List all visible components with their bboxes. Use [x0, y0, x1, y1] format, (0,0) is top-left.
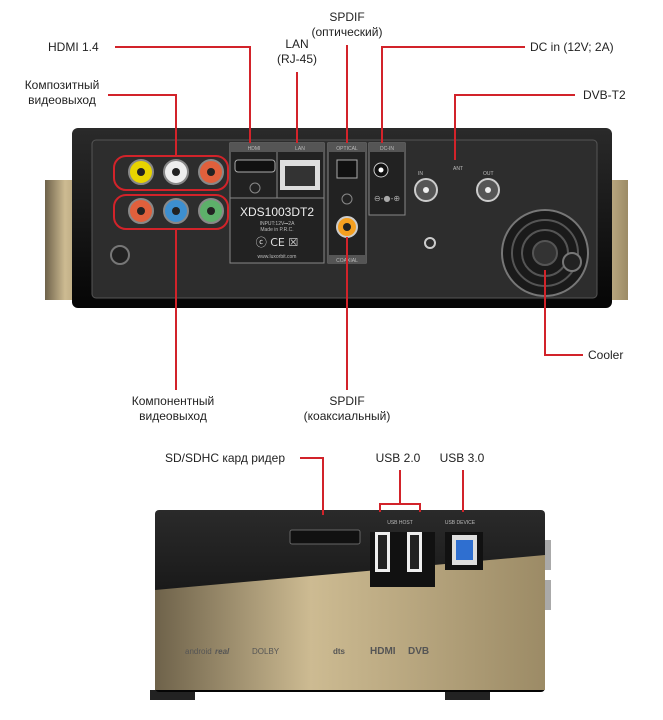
label-dvb-t2: DVB-T2 [583, 88, 626, 102]
composite-rca-jacks [128, 159, 224, 185]
front-callouts: SD/SDHC кард ридер USB 2.0 USB 3.0 [165, 451, 485, 515]
hdmi-port [234, 159, 276, 173]
reset-button [424, 237, 436, 249]
certification-marks-icon: ⓒ CE ☒ [256, 236, 299, 249]
label-usb3: USB 3.0 [440, 451, 485, 465]
back-panel-device: HDMI LAN XDS1003DT2 INPUT:12V⎓2A Made in… [45, 128, 628, 308]
svg-text:LAN: LAN [295, 146, 305, 152]
real-logo: real [215, 647, 230, 656]
front-panel-device: USB HOST USB DEVICE android real DOLBY d… [150, 510, 551, 700]
screw [110, 245, 130, 265]
label-spdif-coaxial: SPDIF [329, 394, 364, 408]
svg-text:DC-IN: DC-IN [380, 146, 394, 152]
label-cooler: Cooler [588, 348, 623, 362]
svg-text:видеовыход: видеовыход [28, 93, 96, 107]
svg-text:(RJ-45): (RJ-45) [277, 52, 317, 66]
label-spdif-optical: SPDIF [329, 10, 364, 24]
dc-in-block [368, 142, 406, 216]
model-number: XDS1003DT2 [240, 205, 314, 219]
svg-text:(коаксиальный): (коаксиальный) [304, 409, 391, 423]
svg-text:USB HOST: USB HOST [387, 520, 413, 526]
svg-text:видеовыход: видеовыход [139, 409, 207, 423]
dolby-logo: DOLBY [252, 647, 280, 656]
svg-text:(оптический): (оптический) [312, 25, 383, 39]
label-dc-in: DC in (12V; 2A) [530, 40, 614, 54]
label-sd-reader: SD/SDHC кард ридер [165, 451, 285, 465]
svg-text:www.luxorbit.com: www.luxorbit.com [258, 254, 297, 260]
svg-text:IN: IN [418, 171, 423, 177]
label-lan: LAN [285, 37, 308, 51]
dts-logo: dts [333, 647, 346, 656]
svg-text:Made in P.R.C.: Made in P.R.C. [260, 227, 293, 233]
svg-text:OPTICAL: OPTICAL [336, 146, 358, 152]
gold-front-panel [155, 555, 545, 690]
label-usb2: USB 2.0 [376, 451, 421, 465]
label-hdmi: HDMI 1.4 [48, 40, 99, 54]
dvb-logo: DVB [408, 646, 429, 657]
svg-text:INPUT:12V⎓2A: INPUT:12V⎓2A [260, 221, 296, 227]
screw [562, 252, 582, 272]
codec-logos: android real DOLBY dts HDMI DVB [185, 646, 429, 657]
optical-port [336, 159, 358, 179]
component-rca-jacks [128, 198, 224, 224]
svg-text:USB DEVICE: USB DEVICE [445, 520, 476, 526]
svg-text:OUT: OUT [483, 171, 494, 177]
svg-text:ANT: ANT [453, 166, 463, 172]
android-logo: android [185, 647, 212, 656]
back-callouts: HDMI 1.4 LAN (RJ-45) SPDIF (оптический) … [25, 10, 626, 423]
label-component: Компонентный [132, 394, 214, 408]
label-composite: Композитный [25, 78, 100, 92]
svg-text:⊖-●-⊕: ⊖-●-⊕ [374, 194, 400, 203]
svg-text:HDMI: HDMI [248, 146, 261, 152]
sd-card-slot [289, 529, 361, 545]
hdmi-logo: HDMI [370, 646, 396, 657]
